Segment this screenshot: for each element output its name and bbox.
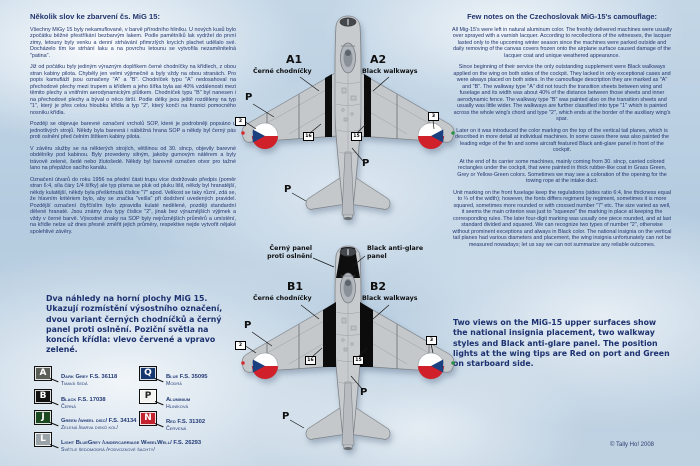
right-tailplane <box>348 403 391 440</box>
decal-ref-left-walkway: 16 <box>305 356 316 365</box>
legend-entry: Dark Grey F.S. 36118 Tmavá šedá <box>61 374 118 388</box>
color-swatch-aluminium: P <box>139 389 157 404</box>
english-paragraph: At the end of its carrier some machines,… <box>457 158 667 185</box>
right-tailplane <box>348 173 391 210</box>
position-light-port <box>241 131 245 135</box>
position-light-starboard <box>451 361 455 365</box>
aluminium-callout: P <box>244 320 252 331</box>
color-swatch-black: B <box>34 389 52 404</box>
fin-top-view <box>341 151 355 216</box>
english-paragraph: All Mig-15's were left in natural alumin… <box>452 27 672 59</box>
czech-paragraph: V závěru služby se na některých strojích… <box>30 145 236 172</box>
walkway-a-left <box>325 74 332 137</box>
mig15-top-view-walkway-b <box>241 245 455 451</box>
left-tailplane <box>305 403 348 440</box>
color-swatch-light-bluegrey: L <box>34 432 52 447</box>
decal-ref-right-walkway: 15 <box>353 356 364 365</box>
czech-title: Několik slov ke zbarvení čs. MiG 15: <box>30 12 160 21</box>
czech-text-column: Několik slov ke zbarvení čs. MiG 15: Vše… <box>30 12 236 240</box>
legend-entry: Red F.S. 31302 Červená <box>166 419 206 433</box>
walkway-a2-sublabel: Black walkways <box>362 68 418 75</box>
czech-summary: Dva náhledy na horní plochy MiG 15. Ukaz… <box>46 294 223 355</box>
roundel-left <box>251 122 279 150</box>
color-swatch-green: J <box>34 410 52 425</box>
walkway-a-right <box>364 74 371 137</box>
position-light-starboard <box>451 131 455 135</box>
anti-glare-label-cz: Černý panel proti oslnění <box>267 245 312 260</box>
english-paragraph: Unit marking on the front fuselage keep … <box>452 189 672 248</box>
aluminium-callout: P <box>282 411 290 422</box>
intake-splitter <box>347 18 349 26</box>
legend-entry: Blue F.S. 35095 Modrá <box>166 374 208 388</box>
walkway-a1-sublabel: Černé chodníčky <box>253 68 312 75</box>
decal-ref-left-walkway: 16 <box>303 132 314 141</box>
aluminium-callout: P <box>360 387 368 398</box>
czech-paragraph: Již od počátku byly jediným výrazným dop… <box>30 64 236 116</box>
roundel-right <box>417 352 445 380</box>
exhaust <box>344 216 352 221</box>
color-swatch-blue: Q <box>139 366 157 381</box>
czech-paragraph: Později se objevuje barevné označení vrc… <box>30 121 236 141</box>
copyright: © Tally Ho! 2008 <box>610 442 655 448</box>
walkway-b-left <box>323 302 336 367</box>
roundel-left <box>251 352 279 380</box>
decal-ref-left-roundel: 2 <box>235 117 246 126</box>
aluminium-callout: P <box>284 184 292 195</box>
czech-paragraph: Označení útvarů do roku 1956 na přední č… <box>30 176 236 235</box>
decal-ref-left-roundel: 2 <box>235 341 246 350</box>
legend-entry: Green /wheel disc/ F.S. 34134 Zelená /ba… <box>61 418 137 432</box>
walkway-a2-id: A2 <box>370 53 387 66</box>
fin-top-view <box>341 381 355 446</box>
decal-ref-right-walkway: 15 <box>351 132 362 141</box>
walkway-a1-id: A1 <box>286 53 303 66</box>
aluminium-callout: P <box>362 158 370 169</box>
pilot-seat <box>345 50 351 56</box>
aluminium-callout: P <box>245 92 253 103</box>
legend-entry: Black F.S. 17038 Černá <box>61 397 106 411</box>
english-title: Few notes on the Czechoslovak MiG-15's c… <box>467 12 657 21</box>
walkway-b2-sublabel: Black walkways <box>362 295 418 302</box>
legend-entry: Aluminium Hliníková <box>166 397 191 411</box>
position-light-port <box>241 361 245 365</box>
left-tailplane <box>305 173 348 210</box>
english-paragraph: Later on it was introduced the color mar… <box>455 127 669 154</box>
color-swatch-dark-grey: A <box>34 366 52 381</box>
fuselage-hatches <box>341 87 357 122</box>
pilot-seat <box>345 280 351 286</box>
intake-splitter <box>347 248 349 256</box>
roundel-right <box>417 122 445 150</box>
english-summary: Two views on the MiG-15 upper surfaces s… <box>453 318 670 369</box>
walkway-b1-id: B1 <box>287 280 304 293</box>
english-text-column: Few notes on the Czechoslovak MiG-15's c… <box>452 12 672 253</box>
exhaust <box>344 446 352 451</box>
color-swatch-red: N <box>139 411 157 426</box>
anti-glare-label-en: Black anti-glare panel <box>367 245 424 260</box>
english-paragraph: Since beginning of their service the onl… <box>453 64 671 123</box>
legend-entry: Light BlueGrey /undercarriage WheelWell/… <box>61 440 202 454</box>
mig15-top-view-walkway-a <box>241 15 455 221</box>
walkway-b2-id: B2 <box>370 280 387 293</box>
czech-paragraph: Všechny MiGy 15 byly nekamuflované, v ba… <box>30 27 236 59</box>
decal-ref-right-roundel: 3 <box>428 112 439 121</box>
decal-ref-right-roundel: 3 <box>426 336 437 345</box>
fuselage-hatches <box>341 317 357 352</box>
walkway-b1-sublabel: Černé chodníčky <box>253 295 312 302</box>
